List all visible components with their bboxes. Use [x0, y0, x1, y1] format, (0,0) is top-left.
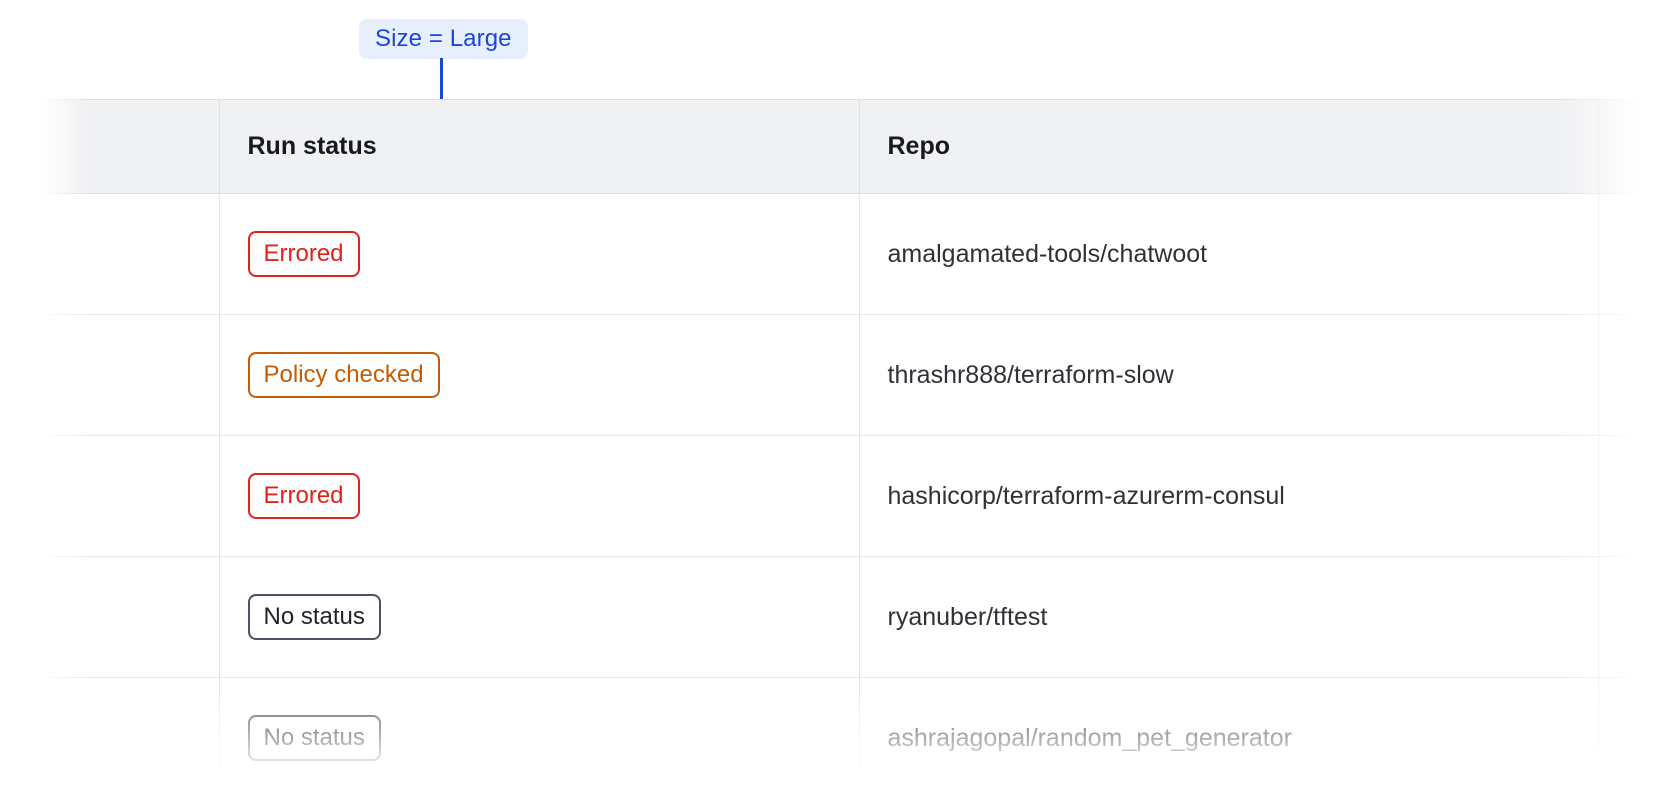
status-badge-label: Policy checked — [263, 361, 424, 388]
row-trailing-cell — [1598, 193, 1672, 315]
cell-repo: thrashr888/terraform-slow — [859, 314, 1599, 436]
status-badge-label: Errored — [263, 482, 344, 509]
annotation-label: Size = Large — [375, 25, 512, 52]
status-badge: No status — [247, 594, 381, 640]
table-row[interactable]: Policy checked thrashr888/terraform-slow — [0, 314, 1672, 436]
annotation-badge-size-large: Size = Large — [359, 19, 528, 59]
row-leading-cell — [0, 556, 220, 678]
cell-run-status: Errored — [219, 193, 860, 315]
table-body: Errored amalgamated-tools/chatwoot Polic… — [0, 193, 1672, 788]
column-header-run-status[interactable]: Run status — [219, 99, 860, 194]
run-status-table: Run status Repo Errored amalgamated-t — [0, 99, 1672, 788]
cell-repo: hashicorp/terraform-azurerm-consul — [859, 435, 1599, 557]
cell-run-status: No status — [219, 556, 860, 678]
table-row[interactable]: No status ryanuber/tftest — [0, 556, 1672, 678]
cell-repo: amalgamated-tools/chatwoot — [859, 193, 1599, 315]
status-badge-label: Errored — [263, 240, 344, 267]
table-header-row: Run status Repo — [0, 99, 1672, 194]
column-header-repo[interactable]: Repo — [859, 99, 1599, 194]
status-badge: No status — [247, 715, 381, 761]
table-row[interactable]: Errored hashicorp/terraform-azurerm-cons… — [0, 435, 1672, 557]
row-trailing-cell — [1598, 314, 1672, 436]
cell-repo: ashrajagopal/random_pet_generator — [859, 677, 1599, 788]
status-badge: Errored — [247, 231, 360, 277]
status-badge-label: No status — [263, 724, 365, 751]
row-leading-cell — [0, 314, 220, 436]
table-row[interactable]: No status ashrajagopal/random_pet_genera… — [0, 677, 1672, 788]
row-leading-cell — [0, 677, 220, 788]
status-badge-label: No status — [263, 603, 365, 630]
cell-repo: ryanuber/tftest — [859, 556, 1599, 678]
row-trailing-cell — [1598, 556, 1672, 678]
cell-run-status: Policy checked — [219, 314, 860, 436]
row-leading-cell — [0, 193, 220, 315]
table-row[interactable]: Errored amalgamated-tools/chatwoot — [0, 193, 1672, 315]
cell-run-status: Errored — [219, 435, 860, 557]
status-badge: Policy checked — [247, 352, 440, 398]
run-status-table-scroll[interactable]: Run status Repo Errored amalgamated-t — [0, 99, 1672, 788]
status-badge: Errored — [247, 473, 360, 519]
row-trailing-cell — [1598, 435, 1672, 557]
row-leading-cell — [0, 435, 220, 557]
run-status-table-viewport: Run status Repo Errored amalgamated-t — [0, 99, 1672, 788]
row-trailing-cell — [1598, 677, 1672, 788]
cell-run-status: No status — [219, 677, 860, 788]
column-header-leading-spacer — [0, 99, 220, 194]
table-header: Run status Repo — [0, 99, 1672, 194]
column-header-trailing-spacer — [1598, 99, 1672, 194]
